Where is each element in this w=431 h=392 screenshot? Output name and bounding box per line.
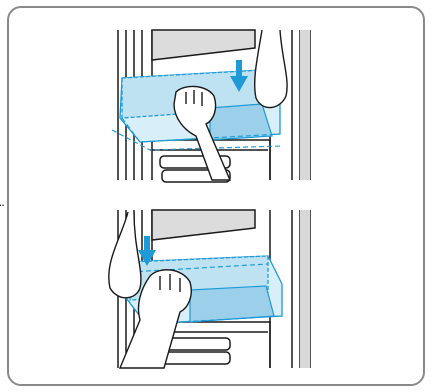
step-2-illustration bbox=[109, 210, 310, 368]
step-1-illustration bbox=[112, 30, 310, 182]
